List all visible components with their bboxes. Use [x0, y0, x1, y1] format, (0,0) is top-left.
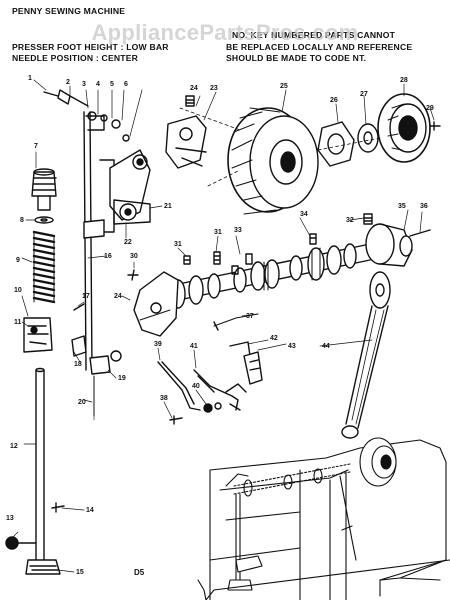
leader-lines: [11, 79, 435, 573]
callout-11: 11: [14, 319, 22, 326]
callout-33: 33: [234, 227, 242, 234]
handwheel-part: [227, 107, 319, 215]
callout-25: 25: [280, 83, 288, 90]
callout-8: 8: [20, 217, 24, 224]
presser-foot-part: [25, 559, 61, 575]
small-screws: [127, 213, 373, 281]
callout-24: 24: [190, 85, 198, 92]
callout-4: 4: [96, 81, 100, 88]
callout-3: 3: [82, 81, 86, 88]
callout-13: 13: [6, 515, 14, 522]
feed-bracket-part: [229, 341, 263, 385]
callout-1: 1: [28, 75, 32, 82]
callout-21: 21: [164, 203, 172, 210]
callout-27: 27: [360, 91, 368, 98]
spring-pin-part: [213, 313, 259, 331]
callout-5: 5: [110, 81, 114, 88]
callout-7: 7: [34, 143, 38, 150]
callout-22: 22: [124, 239, 132, 246]
callout-2: 2: [66, 79, 70, 86]
callout-15: 15: [76, 569, 84, 576]
callout-24: 24: [114, 293, 122, 300]
callout-12: 12: [10, 443, 18, 450]
callout-16: 16: [104, 253, 112, 260]
callout-40: 40: [192, 383, 200, 390]
callout-39: 39: [154, 341, 162, 348]
stop-motion-knob-part: [377, 93, 441, 163]
take-up-lever-part: [109, 149, 151, 225]
washer-part: [34, 216, 54, 224]
presser-bar-part: [35, 367, 45, 561]
callout-42: 42: [270, 335, 278, 342]
callout-31: 31: [174, 241, 182, 248]
thumb-screw-part: [5, 536, 37, 550]
callout-14: 14: [86, 507, 94, 514]
callout-31: 31: [214, 229, 222, 236]
callout-32: 32: [346, 217, 354, 224]
callout-41: 41: [190, 343, 198, 350]
arm-shaft-part: [149, 243, 371, 309]
header-left-line3: NEEDLE POSITION : CENTER: [12, 53, 139, 63]
callout-34: 34: [300, 211, 308, 218]
callout-36: 36: [420, 203, 428, 210]
header-right-line3: SHOULD BE MADE TO CODE NT.: [226, 53, 367, 63]
callout-23: 23: [210, 85, 218, 92]
clutch-washer-part: [357, 123, 379, 153]
crank-part: [165, 95, 207, 169]
counterweight-part: [133, 271, 179, 337]
callout-17: 17: [82, 293, 90, 300]
needle-bar-part: [83, 111, 115, 371]
header-right-line1: NO. KEY NUMBERED PARTS CANNOT: [232, 30, 396, 40]
callout-28: 28: [400, 77, 408, 84]
needle-clamp-thumbscrew-part: [89, 350, 122, 375]
feed-linkage-part: [157, 361, 247, 425]
watermark: AppliancePartsPros.com: [91, 20, 359, 45]
presser-cap-part: [31, 168, 57, 211]
callout-19: 19: [118, 375, 126, 382]
presser-spring-part: [32, 230, 56, 304]
callout-10: 10: [14, 287, 22, 294]
callout-29: 29: [426, 105, 434, 112]
screw-part: [51, 502, 65, 513]
callout-20: 20: [78, 399, 86, 406]
needle-clamp-part: [71, 303, 87, 357]
callout-6: 6: [124, 81, 128, 88]
callout-35: 35: [398, 203, 406, 210]
connecting-rod-part: [341, 271, 391, 439]
header-right-line2: BE REPLACED LOCALLY AND REFERENCE: [226, 42, 413, 52]
machine-body-sketch: [197, 437, 450, 600]
callout-26: 26: [330, 97, 338, 104]
arm-shaft-bushing-part: [365, 223, 431, 267]
presser-bar-guide-part: [23, 317, 53, 353]
header-left-line2: PRESSER FOOT HEIGHT : LOW BAR: [12, 42, 169, 52]
callout-43: 43: [288, 343, 296, 350]
callout-30: 30: [130, 253, 138, 260]
callout-44: 44: [322, 343, 330, 350]
callout-37: 37: [246, 313, 254, 320]
callout-9: 9: [16, 257, 20, 264]
diagram-code: D5: [134, 568, 145, 577]
callout-18: 18: [74, 361, 82, 368]
header-left-line1: PENNY SEWING MACHINE: [12, 6, 126, 16]
callout-38: 38: [160, 395, 168, 402]
thread-guide-pin-part: [43, 91, 59, 97]
